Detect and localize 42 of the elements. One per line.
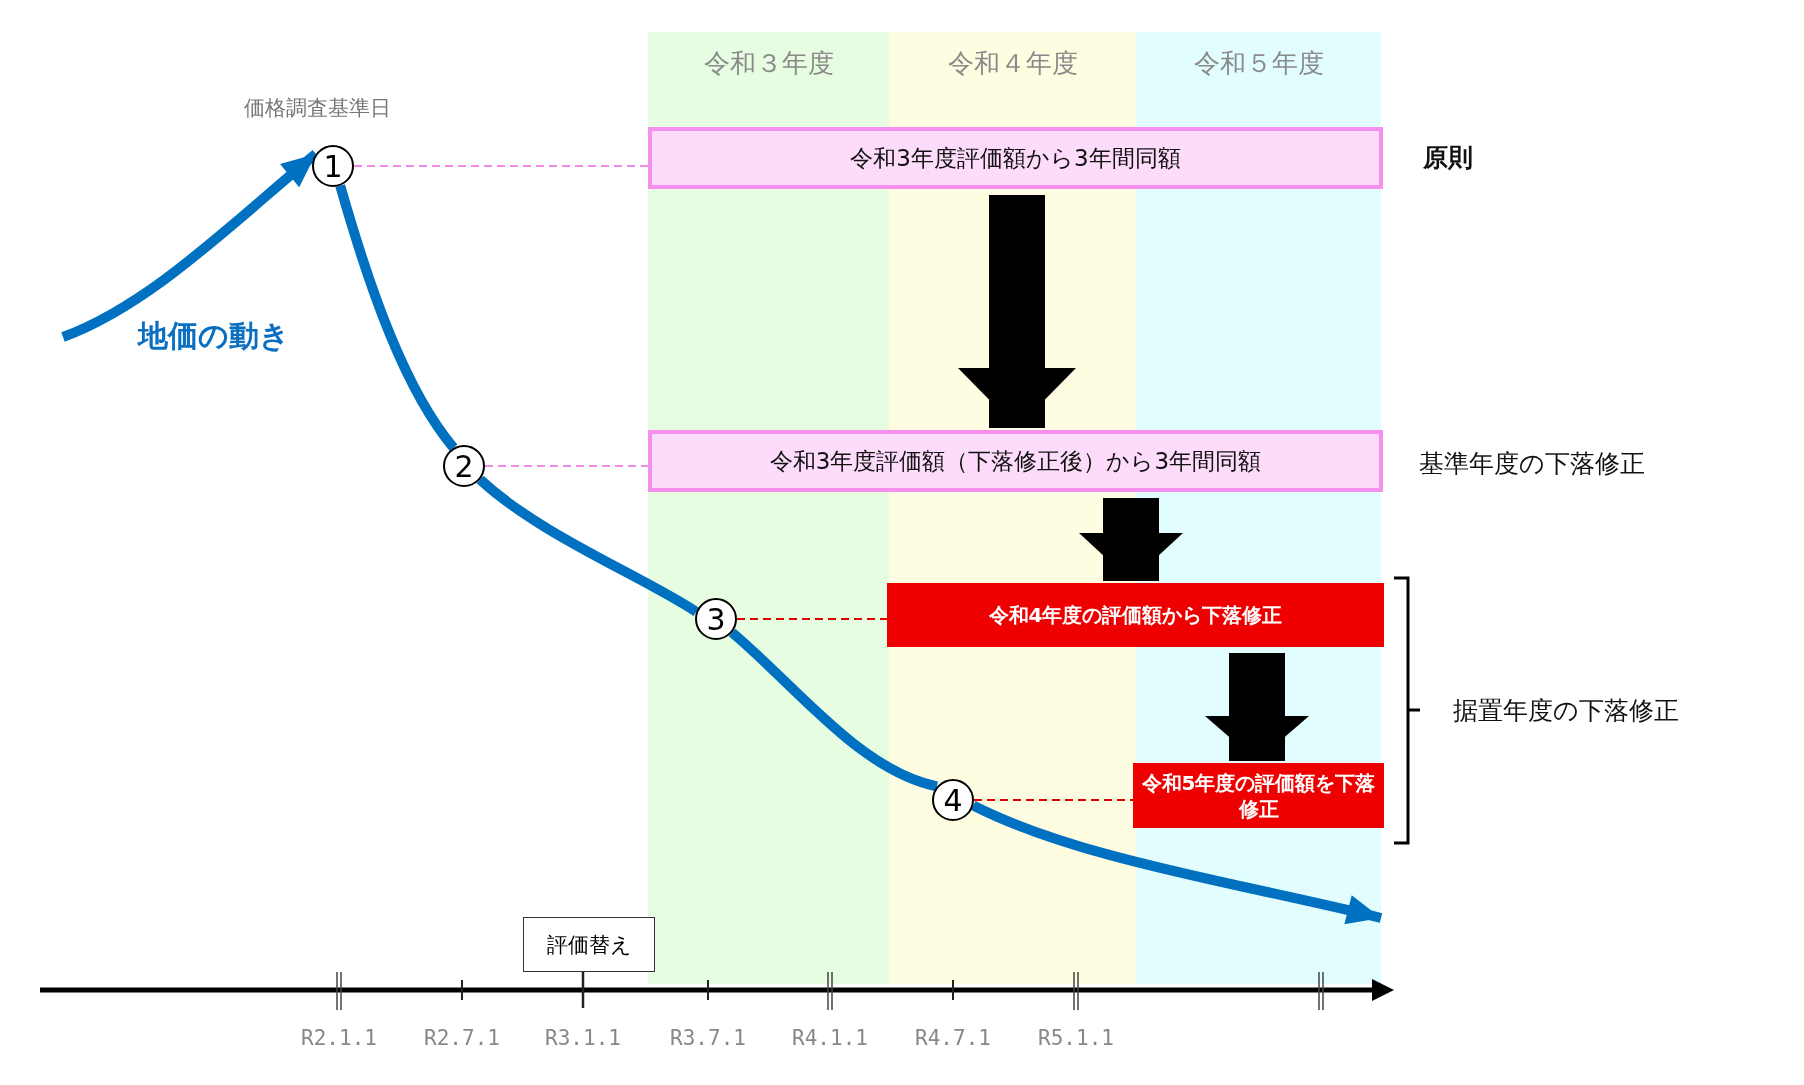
column-heading: 令和５年度 xyxy=(1192,47,1325,80)
line-label: 地価の動き xyxy=(138,317,290,355)
leader-line xyxy=(484,465,649,467)
tick-label: R4.1.1 xyxy=(791,1026,869,1050)
circle-number: 2 xyxy=(454,448,474,484)
leader-line xyxy=(973,799,1134,801)
tick-label: R5.1.1 xyxy=(1037,1026,1115,1050)
tick-label: R3.7.1 xyxy=(669,1026,747,1050)
box-text: 令和3年度評価額から3年間同額 xyxy=(850,143,1181,173)
circle-number: 3 xyxy=(706,601,726,637)
trend-curve xyxy=(476,475,699,617)
numbered-circle xyxy=(443,445,485,487)
column-heading: 令和３年度 xyxy=(702,47,835,80)
circle-number: 1 xyxy=(323,148,343,184)
box-text: 令和3年度評価額（下落修正後）から3年間同額 xyxy=(769,446,1262,476)
block-arrow xyxy=(1079,498,1183,581)
trend-curve xyxy=(335,184,458,451)
column-heading: 令和４年度 xyxy=(946,47,1079,80)
date-caption: 価格調査基準日 xyxy=(244,95,391,122)
process-box xyxy=(648,127,1383,189)
alert-box xyxy=(887,583,1384,647)
leader-line xyxy=(353,165,649,167)
tick-label: R3.1.1 xyxy=(544,1026,622,1050)
box-text: 令和5年度の評価額を下落修正 xyxy=(1140,769,1377,822)
tick-label: R2.7.1 xyxy=(423,1026,501,1050)
trend-curve xyxy=(728,628,939,792)
box-text: 令和4年度の評価額から下落修正 xyxy=(988,602,1283,628)
trend-curve xyxy=(971,800,1383,925)
note-box xyxy=(523,917,655,972)
block-arrow xyxy=(958,195,1076,428)
block-arrow xyxy=(1205,653,1309,761)
note-text: 評価替え xyxy=(546,931,632,959)
numbered-circle xyxy=(312,145,354,187)
circle-number: 4 xyxy=(943,782,963,818)
leader-line xyxy=(736,618,888,620)
process-box xyxy=(648,430,1383,492)
tick-label: R2.1.1 xyxy=(300,1026,378,1050)
alert-box xyxy=(1133,763,1384,828)
tick-label: R4.7.1 xyxy=(914,1026,992,1050)
bracket-label: 据置年度の下落修正 xyxy=(1453,695,1679,727)
row-caption: 基準年度の下落修正 xyxy=(1419,448,1645,480)
row-caption: 原則 xyxy=(1423,142,1473,174)
